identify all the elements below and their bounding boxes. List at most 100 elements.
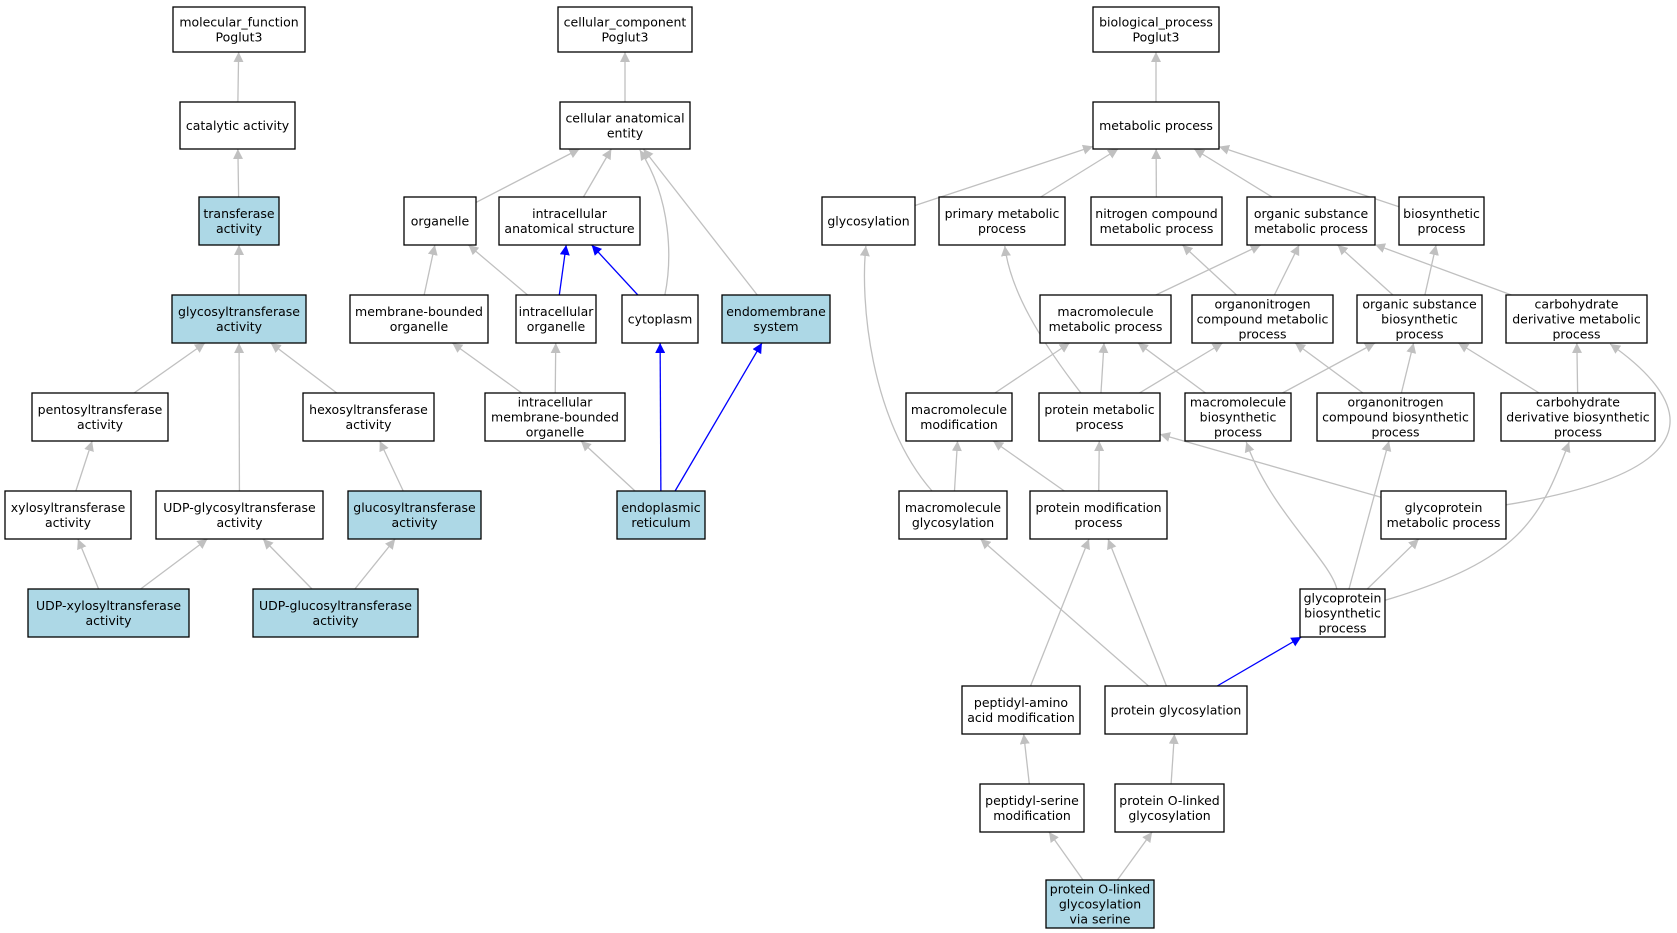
node-label-line: glycosylation (912, 515, 994, 530)
node-box (898, 490, 1008, 540)
node-cytoplasm[interactable]: cytoplasm (621, 294, 699, 344)
node-label-line: organic substance (1362, 297, 1477, 312)
node-label-line: process (1395, 327, 1443, 342)
node-label-line: activity (216, 515, 263, 530)
edge-protein-metabolic-to-macromolecule-metabolic (1098, 342, 1109, 394)
edge-udp-glucosyltransferase-to-glucosyltransferase (354, 538, 396, 590)
node-label-line: metabolic process (1099, 118, 1213, 133)
node-label-line: UDP-glucosyltransferase (259, 598, 412, 613)
edge-glycoprotein-biosynthetic-to-carbohydrate-derivative-biosynthetic (1384, 441, 1571, 601)
node-label-line: protein metabolic (1044, 402, 1154, 417)
node-glycosylation[interactable]: glycosylation (821, 196, 916, 246)
edge-udp-glucosyltransferase-to-udp-glycosyltransferase (262, 538, 313, 590)
node-box (1104, 685, 1248, 735)
node-box (347, 490, 482, 540)
node-label-line: glycosylation (1128, 808, 1210, 823)
edge-glycoprotein-biosynthetic-to-glycoprotein-metabolic (1366, 538, 1420, 590)
node-box (721, 294, 831, 344)
node-label-line: activity (45, 515, 92, 530)
node-label-line: acid modification (967, 710, 1075, 725)
node-label-line: glycosyltransferase (178, 304, 300, 319)
node-box (1092, 6, 1220, 53)
node-label-line: intracellular (532, 206, 608, 221)
node-label-line: membrane-bounded (491, 410, 619, 425)
edge-organelle-to-cae (475, 148, 580, 203)
edge-organic-substance-metabolic-to-metabolic (1193, 148, 1273, 198)
node-label-line: metabolic process (1049, 319, 1163, 334)
edge-io-to-ias (558, 244, 570, 296)
node-box (1114, 783, 1225, 833)
node-label-line: protein glycosylation (1111, 703, 1242, 718)
node-label-line: protein O-linked (1050, 882, 1150, 897)
node-box (1191, 294, 1334, 344)
node-box (1092, 101, 1220, 150)
node-label-line: activity (77, 417, 124, 432)
node-box (1316, 392, 1475, 442)
node-box (1356, 294, 1483, 344)
edge-protein-glycosylation-to-macromolecule-glycosylation (980, 538, 1149, 687)
node-label-line: Poglut3 (216, 30, 263, 45)
node-label-line: peptidyl-serine (985, 793, 1079, 808)
node-catalytic[interactable]: catalytic activity (179, 101, 296, 150)
node-box (498, 196, 641, 246)
edge-protein-o-linked-serine-to-peptidyl-serine (1048, 831, 1084, 881)
node-label-line: glycosylation (1059, 897, 1141, 912)
node-label-line: metabolic process (1387, 515, 1501, 530)
node-label-line: carbohydrate (1536, 395, 1620, 410)
node-label-line: UDP-glycosyltransferase (163, 500, 316, 515)
node-label-line: process (1238, 327, 1286, 342)
edge-organonitrogen-biosynthetic-to-organonitrogen-metabolic (1294, 342, 1364, 394)
edge-organonitrogen-metabolic-to-organic-substance-metabolic (1273, 244, 1300, 296)
node-protein-glycosylation[interactable]: protein glycosylation (1104, 685, 1248, 735)
node-label-line: activity (216, 319, 263, 334)
node-label-line: derivative metabolic (1512, 312, 1641, 327)
node-organelle[interactable]: organelle (403, 196, 477, 246)
edge-peptidyl-serine-to-peptidyl-amino (1019, 733, 1030, 785)
node-metabolic[interactable]: metabolic process (1092, 101, 1220, 150)
edge-er-to-endomembrane (674, 342, 763, 492)
node-box (252, 588, 419, 638)
node-box (1039, 294, 1172, 344)
